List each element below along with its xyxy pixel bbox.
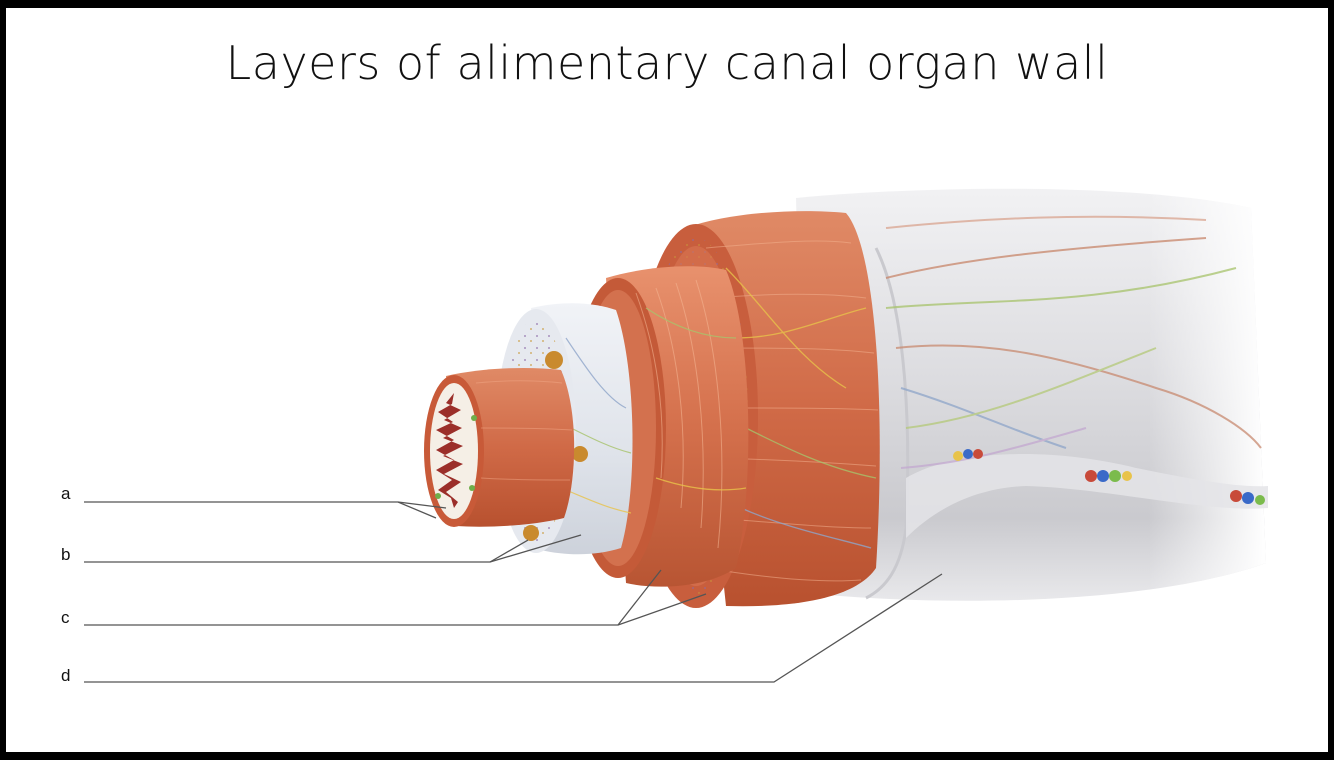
vessel-bundle-icon: [1085, 470, 1132, 482]
leader-line-a: [84, 501, 437, 519]
mucosa-layer: [424, 368, 575, 527]
alimentary-canal-diagram: a b c d: [61, 188, 1268, 685]
leader-line-b: [84, 539, 529, 563]
slide-title: Layers of alimentary canal organ wall: [225, 36, 1109, 90]
vessel-bundle-icon: [953, 449, 983, 461]
lumen-villi-icon: [435, 393, 477, 508]
label-d: d: [61, 666, 70, 685]
serosa-layer: [796, 188, 1268, 601]
label-b: b: [61, 545, 70, 564]
vessel-bundle-icon: [1230, 490, 1265, 505]
label-c: c: [61, 608, 70, 627]
leader-line-d: [84, 573, 943, 683]
submucosal-plexus-icon: [523, 351, 588, 541]
slide: Layers of alimentary canal organ wall: [6, 8, 1328, 752]
label-a: a: [61, 484, 71, 503]
leader-line-c: [84, 569, 662, 626]
leader-lines: [84, 501, 943, 683]
